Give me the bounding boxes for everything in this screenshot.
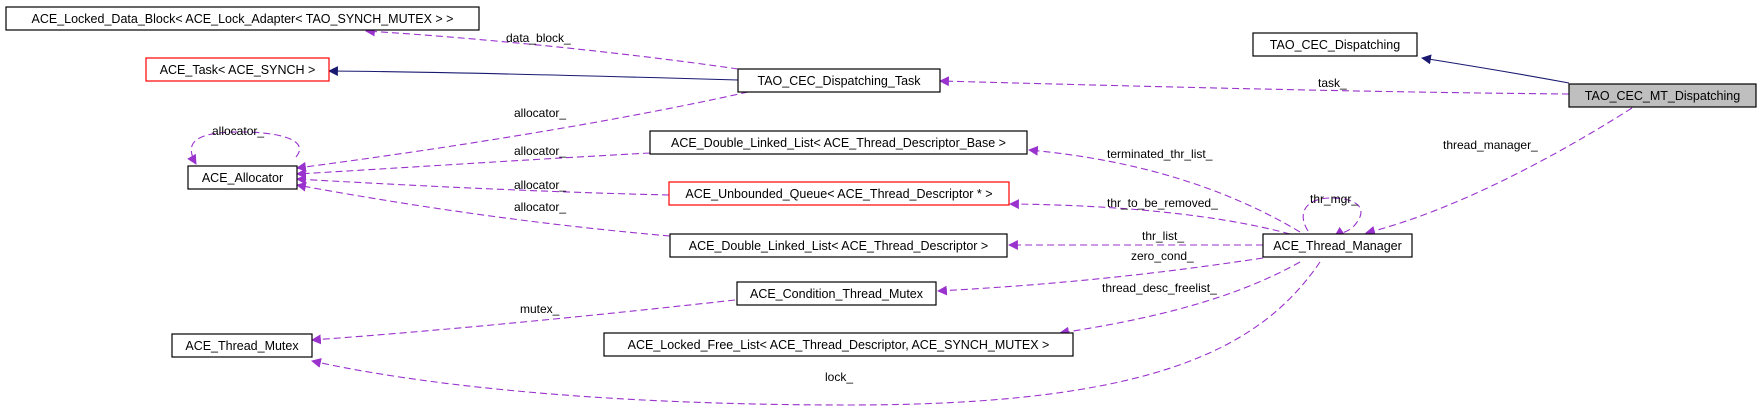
node-label: ACE_Locked_Data_Block< ACE_Lock_Adapter<…	[32, 12, 454, 26]
node-label: ACE_Condition_Thread_Mutex	[750, 287, 924, 301]
edge-label-data-block: data_block_	[506, 31, 571, 45]
edge-label-allocator-queue: allocator_	[514, 178, 566, 192]
edge-allocator-self	[187, 131, 300, 165]
edge-data-block	[365, 26, 739, 70]
node-label: ACE_Thread_Mutex	[185, 339, 299, 353]
node-label: ACE_Allocator	[202, 171, 283, 185]
node-allocator[interactable]: ACE_Allocator	[187, 165, 298, 190]
node-ace-task[interactable]: ACE_Task< ACE_SYNCH >	[145, 57, 330, 82]
edge-label-terminated-thr-list: terminated_thr_list_	[1107, 147, 1213, 161]
edge-label-thread-desc-freelist: thread_desc_freelist_	[1102, 281, 1217, 295]
node-label: ACE_Locked_Free_List< ACE_Thread_Descrip…	[628, 338, 1050, 352]
edge-allocator-dll-base	[296, 152, 651, 179]
edge-mutex	[311, 299, 736, 345]
edge-label-task: task_	[1318, 76, 1347, 90]
edge-thread-desc-freelist	[1059, 261, 1301, 337]
node-label: ACE_Double_Linked_List< ACE_Thread_Descr…	[689, 239, 988, 253]
node-cec-dispatching[interactable]: TAO_CEC_Dispatching	[1252, 32, 1418, 57]
node-label: ACE_Double_Linked_List< ACE_Thread_Descr…	[671, 136, 1006, 150]
node-unbounded-queue[interactable]: ACE_Unbounded_Queue< ACE_Thread_Descript…	[668, 181, 1010, 206]
edge-label-thr-to-be-removed: thr_to_be_removed_	[1107, 196, 1218, 210]
node-cond-mutex[interactable]: ACE_Condition_Thread_Mutex	[736, 281, 937, 306]
edge-terminated-thr-list	[1028, 145, 1301, 233]
edge-label-thr-list: thr_list_	[1142, 229, 1184, 243]
node-label: TAO_CEC_MT_Dispatching	[1585, 89, 1740, 103]
node-mt-dispatching[interactable]: TAO_CEC_MT_Dispatching	[1568, 83, 1757, 108]
node-label: ACE_Unbounded_Queue< ACE_Thread_Descript…	[685, 187, 992, 201]
edge-label-allocator-dll-base: allocator_	[514, 144, 566, 158]
edge-label-zero-cond: zero_cond_	[1131, 249, 1194, 263]
node-dll-desc[interactable]: ACE_Double_Linked_List< ACE_Thread_Descr…	[669, 233, 1008, 258]
edge-task	[939, 76, 1570, 95]
edge-label-lock: lock_	[825, 370, 853, 384]
edge-label-thr-mgr: thr_mgr_	[1310, 192, 1358, 206]
edge-label-allocator-dll-desc: allocator_	[514, 200, 566, 214]
node-free-list[interactable]: ACE_Locked_Free_List< ACE_Thread_Descrip…	[603, 332, 1074, 357]
edge-zero-cond	[937, 257, 1264, 296]
node-dispatching-task[interactable]: TAO_CEC_Dispatching_Task	[737, 68, 941, 93]
edge-label-allocator-self: allocator_	[212, 124, 264, 138]
node-label: ACE_Thread_Manager	[1273, 239, 1402, 253]
edge-thr-mgr	[1302, 197, 1362, 237]
edge-thr-to-be-removed	[1009, 199, 1291, 235]
edge-allocator-dll-desc	[296, 181, 671, 237]
node-label: ACE_Task< ACE_SYNCH >	[160, 63, 316, 77]
node-thread-manager[interactable]: ACE_Thread_Manager	[1262, 233, 1413, 258]
node-locked-data-block[interactable]: ACE_Locked_Data_Block< ACE_Lock_Adapter<…	[5, 6, 480, 31]
edge-inherit-ace-task	[328, 66, 739, 81]
edge-label-thread-manager: thread_manager_	[1443, 138, 1538, 152]
edge-label-allocator-task: allocator_	[514, 106, 566, 120]
edge-thread-manager	[1365, 107, 1633, 236]
edge-allocator-queue	[296, 174, 670, 196]
edge-label-mutex: mutex_	[520, 302, 560, 316]
edge-inherit-cec-dispatching	[1421, 54, 1570, 84]
node-dll-base[interactable]: ACE_Double_Linked_List< ACE_Thread_Descr…	[649, 130, 1028, 155]
edge-lock	[311, 261, 1321, 406]
node-label: TAO_CEC_Dispatching	[1270, 38, 1400, 52]
node-thread-mutex[interactable]: ACE_Thread_Mutex	[171, 333, 313, 358]
node-label: TAO_CEC_Dispatching_Task	[757, 74, 921, 88]
